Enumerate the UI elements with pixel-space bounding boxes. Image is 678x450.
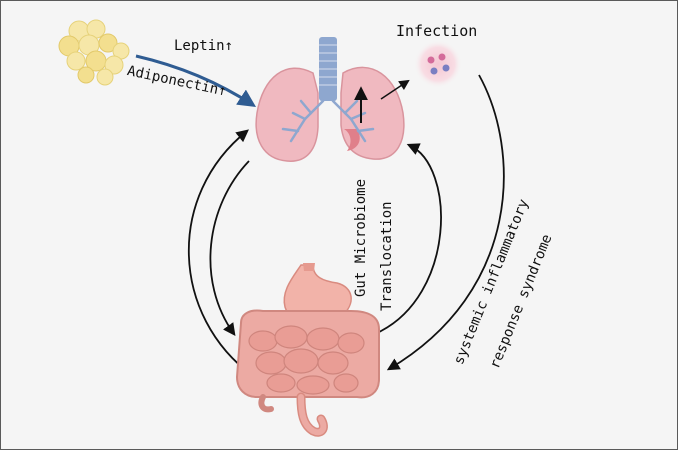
gut-icon (235, 263, 380, 437)
lungs-icon (255, 37, 405, 162)
gut-microbiome-label: Gut Microbiome (353, 178, 369, 297)
translocation-label: Translocation (379, 201, 395, 311)
translocation-arrow (376, 143, 442, 334)
sirs-arrow (386, 74, 505, 371)
adipokine-arrow (135, 54, 257, 107)
lung-to-gut-arrow (209, 160, 250, 337)
gut-to-lung-arrow (187, 129, 254, 377)
pathogen-icon (414, 40, 462, 88)
infection-label: Infection (396, 22, 478, 40)
lung-to-infection-arrow (380, 79, 410, 100)
leptin-label: Leptin↑ (174, 38, 234, 54)
adipose-tissue-icon (58, 19, 130, 86)
